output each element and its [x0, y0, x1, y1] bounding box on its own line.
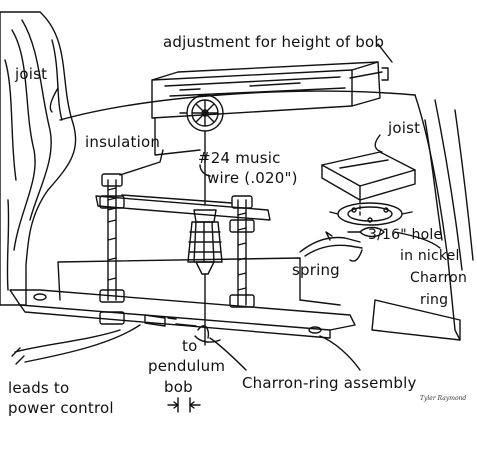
- adjustment-block: [151, 61, 389, 156]
- music-wire-label-2: wire (.020"): [207, 169, 298, 187]
- adjustment-arrow: [377, 43, 393, 63]
- charron-block: [321, 151, 416, 219]
- assembly-pointer-right: [319, 335, 361, 371]
- ceiling-edge: [59, 90, 416, 121]
- adjustment-label: adjustment for height of bob: [163, 33, 385, 51]
- joist-left-pointer: [49, 87, 59, 113]
- artist-signature: Tyler Raymond: [420, 395, 467, 402]
- base-plate: [9, 289, 356, 339]
- left-rod: [99, 173, 125, 325]
- charron-ring: [329, 202, 413, 238]
- lead-wire-2: [24, 324, 141, 363]
- upper-crossbar: [95, 194, 271, 221]
- to-bob-pointer: [194, 335, 221, 343]
- hole-pointer: [394, 231, 441, 249]
- right-joist: [371, 94, 474, 341]
- to-bob-label-2: pendulum: [148, 357, 226, 375]
- insulation-label: insulation: [85, 133, 161, 151]
- hole-label-1: 3/16" hole: [368, 227, 443, 243]
- right-rod: [229, 195, 255, 308]
- joist-left-label: joist: [15, 65, 48, 83]
- dimension-mark: [167, 397, 201, 413]
- back-panel: [57, 257, 301, 301]
- assembly-label: Charron-ring assembly: [242, 374, 417, 392]
- hole-label-4: ring: [420, 292, 449, 308]
- pendulum-chuck: [187, 209, 223, 346]
- left-joist: [0, 11, 77, 306]
- joist-right-pointer: [374, 134, 383, 153]
- hole-label-3: Charron: [410, 270, 468, 286]
- to-bob-label-3: bob: [164, 378, 193, 396]
- assembly-pointer-left: [209, 337, 247, 371]
- spring-pointer: [349, 249, 363, 262]
- hole-label-2: in nickel: [400, 248, 460, 264]
- joist-right-label: joist: [388, 119, 421, 137]
- spring-label: spring: [292, 261, 340, 279]
- insulation-pointer: [119, 149, 164, 176]
- spring-part: [299, 231, 363, 257]
- leads-label-1: leads to: [8, 379, 70, 397]
- leads-label-2: power control: [8, 399, 114, 417]
- to-bob-label-1: to: [182, 337, 198, 355]
- music-wire-label-1: #24 music: [198, 149, 281, 167]
- lead-wire-1: [14, 329, 121, 353]
